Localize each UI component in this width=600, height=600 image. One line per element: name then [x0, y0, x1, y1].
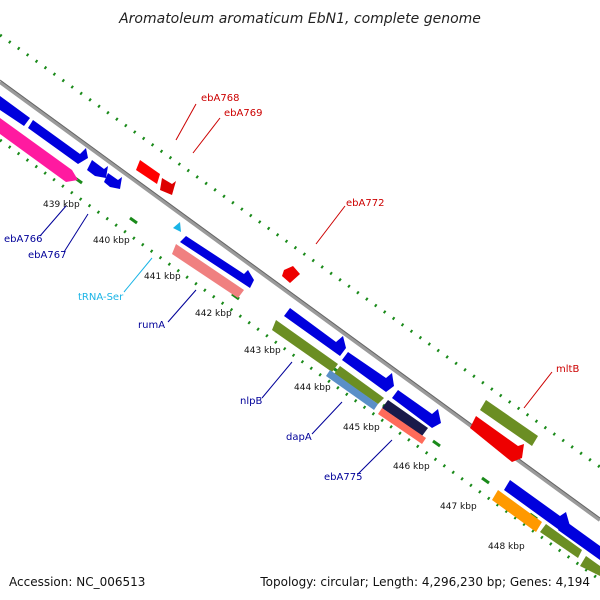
label-nlpB[interactable]: nlpB [240, 396, 262, 407]
gene-dapA[interactable] [326, 370, 378, 410]
tick-label-439: 439 kbp [43, 200, 80, 210]
gene-ebA775[interactable] [378, 408, 426, 444]
label-trna-ser[interactable]: tRNA-Ser [78, 292, 124, 303]
inner-dotted-ring [0, 138, 600, 582]
gene-ebA767[interactable] [87, 160, 108, 178]
label-mltB[interactable]: mltB [556, 364, 579, 375]
gene-green-mltB[interactable] [480, 400, 538, 446]
tick-label-440: 440 kbp [93, 236, 130, 246]
gene-rumA[interactable] [172, 244, 244, 298]
gene-pink[interactable] [0, 118, 78, 182]
tick-label-446: 446 kbp [393, 462, 430, 472]
gene-ebA768[interactable] [136, 160, 160, 184]
tick-label-442: 442 kbp [195, 309, 232, 319]
gene-rumA-blue[interactable] [180, 236, 254, 288]
tick-label-445: 445 kbp [343, 423, 380, 433]
gene-orange[interactable] [492, 490, 542, 532]
outer-dotted-ring [0, 33, 600, 469]
map-title: Aromatoleum aromaticum EbN1, complete ge… [118, 11, 481, 27]
gene-ebA772[interactable] [282, 266, 300, 283]
gene-blue-6[interactable] [558, 520, 600, 560]
tick-label-441: 441 kbp [144, 272, 181, 282]
gene-small-blue[interactable] [104, 173, 122, 189]
gene-blue-5[interactable] [504, 480, 570, 532]
gene-blue-3[interactable] [342, 352, 394, 392]
tick-label-443: 443 kbp [244, 346, 281, 356]
label-rumA[interactable]: rumA [138, 320, 165, 331]
topology-text: Topology: circular; Length: 4,296,230 bp… [259, 575, 590, 589]
gene-green-4[interactable] [580, 556, 600, 576]
gene-green-2[interactable] [334, 366, 384, 404]
label-ebA768[interactable]: ebA768 [201, 93, 239, 104]
gene-ebA766[interactable] [0, 96, 88, 164]
label-ebA766[interactable]: ebA766 [4, 234, 42, 245]
gene-nlpB-blue[interactable] [284, 308, 346, 356]
gene-labels: ebA768 ebA769 ebA772 mltB ebA766 ebA767 … [4, 93, 579, 483]
gene-green-3[interactable] [540, 524, 582, 558]
label-dapA[interactable]: dapA [286, 432, 312, 443]
tick-label-444: 444 kbp [294, 383, 331, 393]
gene-ebA769[interactable] [160, 178, 176, 195]
tick-labels: 439 kbp 440 kbp 441 kbp 442 kbp 443 kbp … [43, 200, 525, 552]
label-ebA769[interactable]: ebA769 [224, 108, 262, 119]
gene-blue-4[interactable] [392, 390, 441, 428]
tick-label-448: 448 kbp [488, 542, 525, 552]
tick-label-447: 447 kbp [440, 502, 477, 512]
label-lines [39, 103, 553, 475]
label-ebA772[interactable]: ebA772 [346, 198, 384, 209]
label-ebA767[interactable]: ebA767 [28, 250, 66, 261]
gene-trna-ser[interactable] [173, 222, 181, 232]
gene-nlpB[interactable] [272, 320, 338, 372]
gene-dark[interactable] [382, 400, 428, 436]
label-ebA775[interactable]: ebA775 [324, 472, 362, 483]
gene-mltB[interactable] [470, 416, 524, 462]
accession-text: Accession: NC_006513 [9, 575, 145, 589]
